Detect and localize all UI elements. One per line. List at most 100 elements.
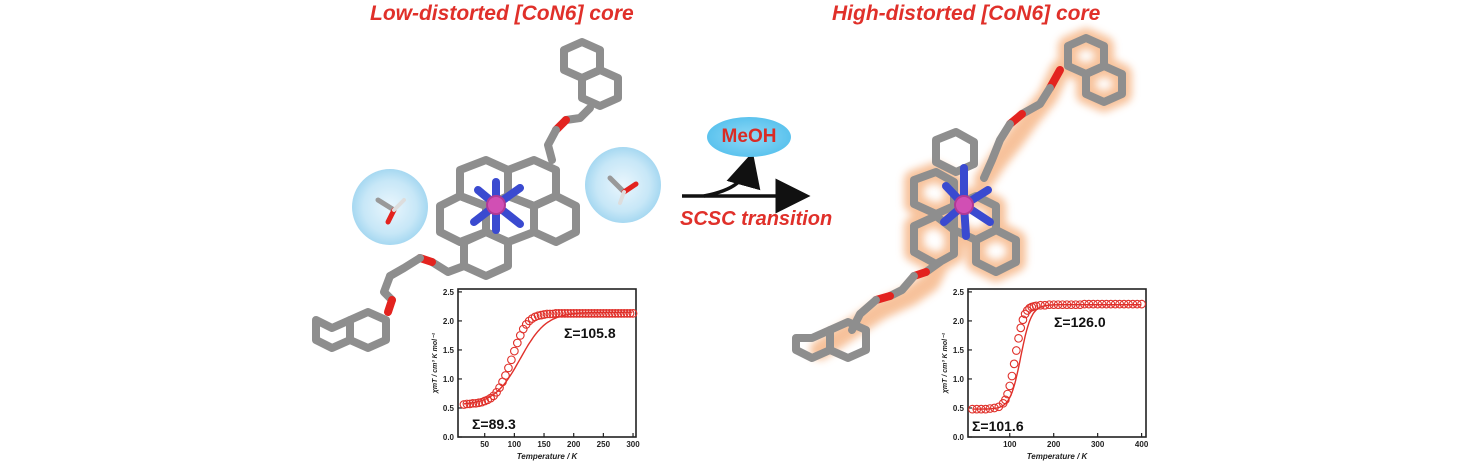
data-point xyxy=(578,309,587,318)
data-point xyxy=(1097,299,1107,309)
data-point xyxy=(533,311,543,321)
meoh-label: MeOH xyxy=(721,126,777,147)
data-point xyxy=(501,371,510,380)
data-point xyxy=(518,324,528,334)
data-point xyxy=(619,309,629,318)
data-point xyxy=(604,309,614,318)
data-point xyxy=(1110,299,1120,309)
data-point xyxy=(459,400,469,409)
y-tick-label: 2.0 xyxy=(443,317,455,326)
x-tick-label: 300 xyxy=(1091,440,1105,449)
data-point xyxy=(1058,300,1067,310)
data-point xyxy=(1093,299,1103,309)
data-point xyxy=(1016,323,1026,333)
data-point xyxy=(1011,346,1021,355)
data-point xyxy=(474,398,484,408)
y-tick-label: 2.5 xyxy=(443,288,455,297)
y-tick-label: 2.0 xyxy=(953,317,965,326)
data-point xyxy=(625,309,635,318)
data-point xyxy=(1106,299,1116,309)
data-point xyxy=(628,309,638,318)
right-title: High-distorted [CoN6] core xyxy=(832,2,1101,25)
x-tick-label: 150 xyxy=(537,440,551,449)
data-point xyxy=(545,309,555,319)
y-tick-label: 0.0 xyxy=(953,433,965,442)
data-point xyxy=(584,309,593,318)
transition-label: SCSC transition xyxy=(680,208,833,230)
meoh-badge: MeOH xyxy=(707,117,791,157)
data-point xyxy=(985,404,995,413)
sigma-annotation: Σ=126.0 xyxy=(1054,314,1106,330)
y-tick-label: 0.0 xyxy=(443,433,455,442)
y-tick-label: 0.5 xyxy=(953,404,965,413)
data-point xyxy=(972,404,982,414)
x-tick-label: 250 xyxy=(597,440,611,449)
data-point xyxy=(504,363,513,373)
data-point xyxy=(548,309,558,319)
data-point xyxy=(1018,315,1028,325)
data-point xyxy=(1102,299,1111,309)
data-point xyxy=(968,404,977,414)
data-point xyxy=(1044,300,1054,310)
data-point xyxy=(465,399,475,409)
sigma-annotation: Σ=105.8 xyxy=(564,325,616,341)
data-point xyxy=(593,309,602,318)
data-point xyxy=(468,398,478,408)
y-tick-label: 1.0 xyxy=(953,375,965,384)
data-point xyxy=(610,309,620,318)
data-point xyxy=(560,309,570,318)
data-point xyxy=(1137,299,1146,309)
data-point xyxy=(581,309,590,318)
data-point xyxy=(1003,389,1012,399)
data-point xyxy=(601,309,611,318)
data-point xyxy=(486,393,495,403)
data-point xyxy=(572,309,582,318)
data-point xyxy=(510,346,519,356)
data-point xyxy=(566,309,576,318)
x-tick-label: 400 xyxy=(1135,440,1149,449)
data-point xyxy=(492,387,501,397)
data-point xyxy=(616,309,626,318)
x-tick-label: 300 xyxy=(626,440,640,449)
y-tick-label: 1.0 xyxy=(443,375,455,384)
data-point xyxy=(462,399,472,409)
data-point xyxy=(551,309,561,318)
data-point xyxy=(507,355,516,365)
data-point xyxy=(1062,300,1072,310)
data-point xyxy=(1119,299,1129,309)
right-molecule xyxy=(792,28,1132,362)
plot-frame xyxy=(457,288,637,438)
data-point xyxy=(613,309,623,318)
data-point xyxy=(976,404,986,414)
data-point xyxy=(1084,299,1094,309)
left-title: Low-distorted [CoN6] core xyxy=(370,2,634,25)
fit-curve xyxy=(972,304,1142,410)
data-point xyxy=(1066,300,1076,310)
data-point xyxy=(1124,299,1133,309)
y-tick-label: 0.5 xyxy=(443,404,455,413)
data-point xyxy=(1071,300,1081,310)
sigma-annotation: Σ=89.3 xyxy=(472,416,516,432)
plot-frame xyxy=(967,288,1147,438)
data-point xyxy=(563,309,573,318)
data-point xyxy=(557,309,567,318)
data-point xyxy=(1007,371,1017,381)
data-point xyxy=(512,338,522,348)
left-molecule xyxy=(312,38,622,352)
y-tick-label: 2.5 xyxy=(953,288,965,297)
x-tick-label: 100 xyxy=(1003,440,1017,449)
data-point xyxy=(1115,299,1124,309)
data-point xyxy=(981,404,990,414)
data-point xyxy=(1001,395,1010,405)
data-point xyxy=(1031,301,1041,311)
x-tick-label: 50 xyxy=(480,440,489,449)
reaction-arrow xyxy=(682,151,811,214)
data-point xyxy=(471,398,481,408)
data-point xyxy=(1005,381,1015,391)
y-tick-label: 1.5 xyxy=(953,346,965,355)
y-axis-label: χmT / cm³ K mol⁻¹ xyxy=(432,332,439,394)
data-point xyxy=(1128,299,1138,309)
